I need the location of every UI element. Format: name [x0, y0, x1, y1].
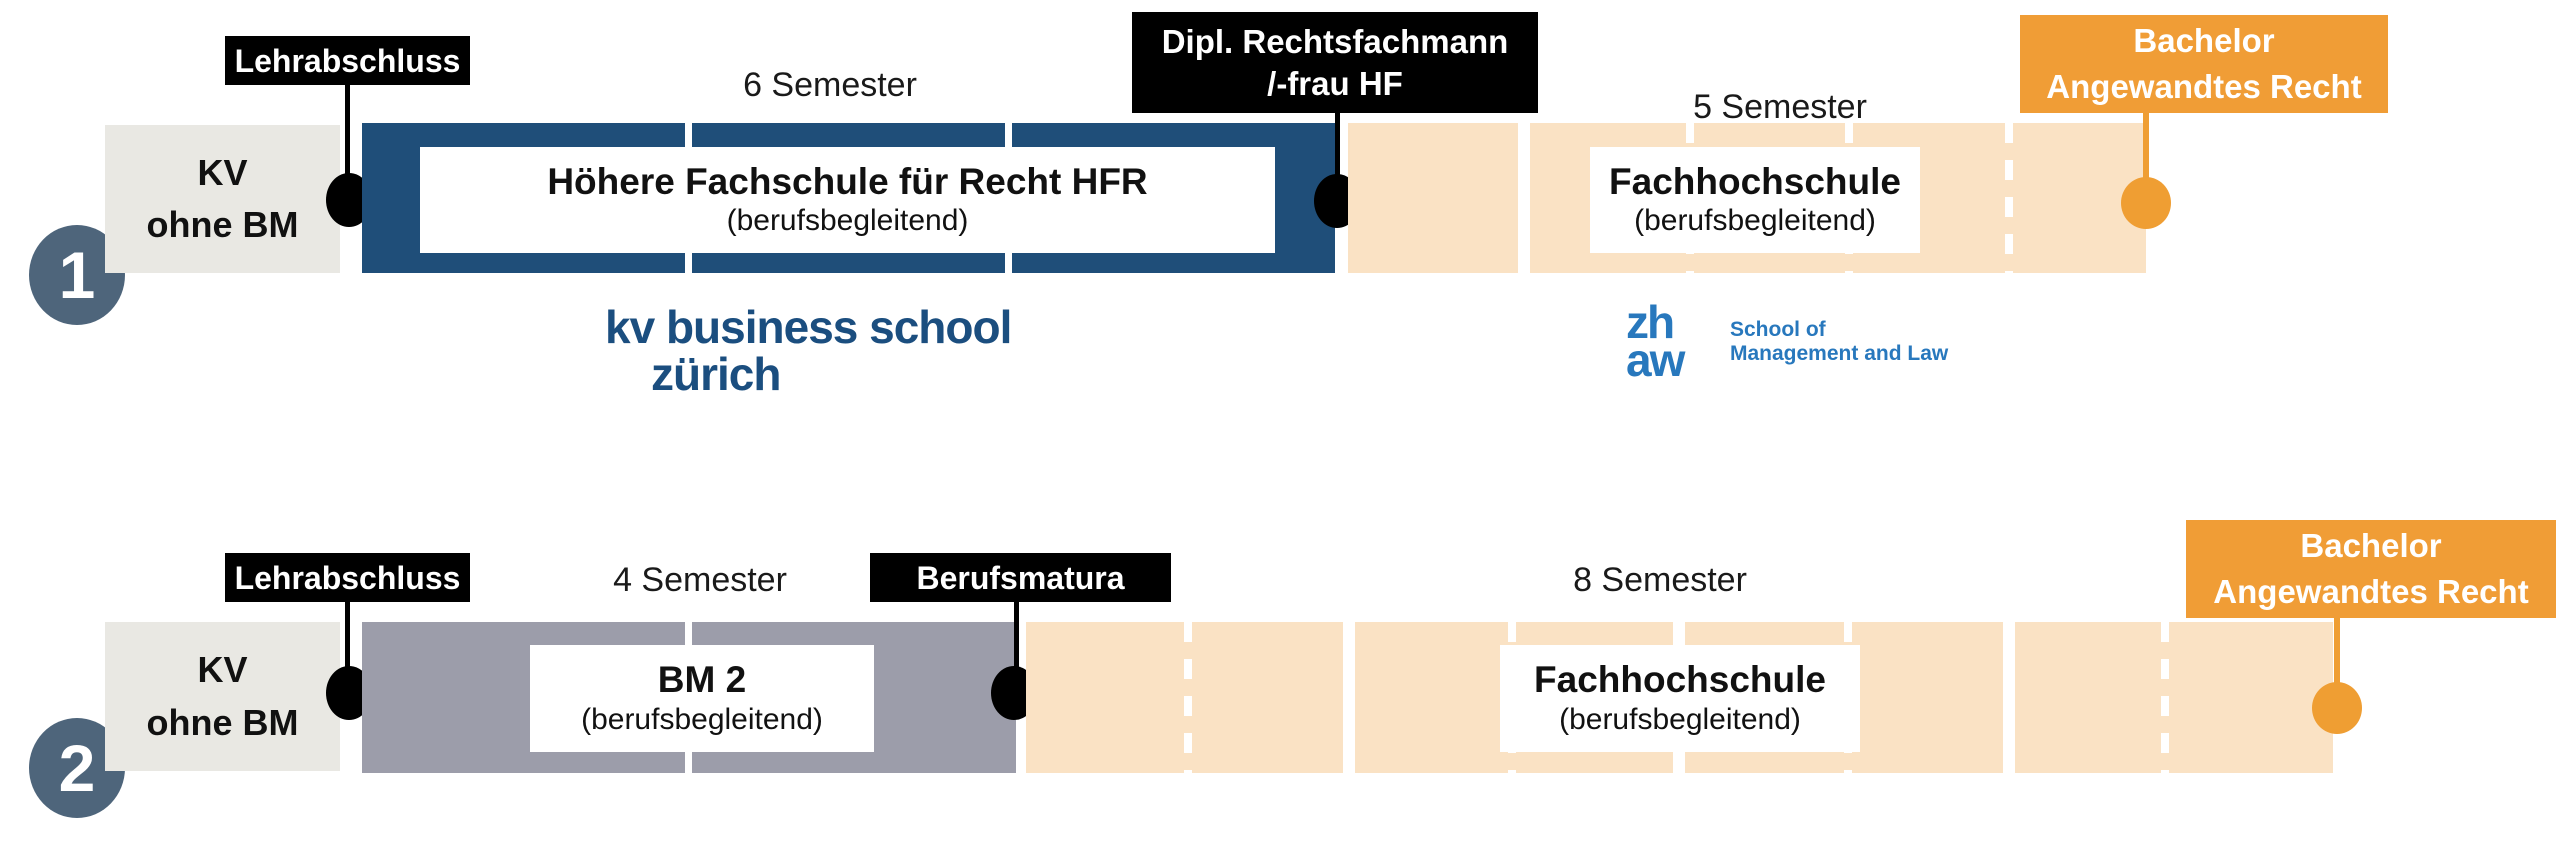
milestone-lehrabschluss: Lehrabschluss [225, 36, 470, 85]
duration-label: 8 Semester [1573, 560, 1747, 599]
zhaw-logo-icon: zh aw [1626, 296, 1685, 386]
stage-subtitle: (berufsbegleitend) [581, 702, 823, 736]
segment-divider [2003, 622, 2015, 773]
outcome-dot [2312, 682, 2362, 734]
start-box-line2: ohne BM [146, 701, 299, 743]
outcome-bachelor: Bachelor Angewandtes Recht [2186, 520, 2556, 618]
start-box-line2: ohne BM [146, 204, 299, 245]
stage-title: Fachhochschule [1609, 160, 1901, 202]
stage-subtitle: (berufsbegleitend) [1634, 204, 1876, 238]
pathway-number: 2 [58, 731, 96, 805]
duration-label: 5 Semester [1693, 87, 1867, 126]
stage-label-hfr: Höhere Fachschule für Recht HFR (berufsb… [420, 147, 1275, 253]
outcome-bachelor: Bachelor Angewandtes Recht [2020, 15, 2388, 113]
connector-line [345, 602, 350, 668]
connector-line [1014, 602, 1019, 668]
duration-label: 4 Semester [613, 560, 787, 599]
stage-title: BM 2 [657, 659, 747, 701]
pathway-number: 1 [58, 238, 96, 312]
connector-line-orange [2143, 113, 2149, 181]
milestone-berufsmatura: Berufsmatura [870, 553, 1171, 602]
start-box-kv-ohne-bm: KV ohne BM [105, 622, 340, 771]
kv-business-school-logo: kv business school zürich [605, 301, 1012, 400]
start-box-line1: KV [197, 151, 248, 193]
milestone-dipl-rechtsfachmann: Dipl. Rechtsfachmann /-frau HF [1132, 12, 1538, 113]
stage-subtitle: (berufsbegleitend) [726, 204, 969, 238]
stage-label-fachhochschule: Fachhochschule (berufsbegleitend) [1590, 147, 1920, 253]
start-box-kv-ohne-bm: KV ohne BM [105, 125, 340, 273]
start-box-line1: KV [197, 649, 248, 691]
connector-line [345, 85, 350, 175]
duration-label: 6 Semester [743, 65, 917, 104]
segment-divider-dashed [2005, 123, 2013, 273]
zhaw-logo-text: School of Management and Law [1730, 318, 1949, 365]
outcome-dot [2121, 177, 2171, 229]
stage-label-bm2: BM 2 (berufsbegleitend) [530, 645, 874, 752]
segment-divider [1518, 123, 1530, 273]
stage-title: Höhere Fachschule für Recht HFR [547, 160, 1148, 202]
stage-subtitle: (berufsbegleitend) [1559, 702, 1801, 736]
segment-divider [1343, 622, 1355, 773]
segment-divider-dashed [2161, 622, 2169, 773]
segment-divider-dashed [1184, 622, 1192, 773]
stage-label-fachhochschule: Fachhochschule (berufsbegleitend) [1500, 645, 1860, 752]
connector-line [1335, 113, 1340, 178]
stage-title: Fachhochschule [1534, 659, 1826, 701]
milestone-lehrabschluss: Lehrabschluss [225, 553, 470, 602]
connector-line-orange [2334, 618, 2340, 684]
